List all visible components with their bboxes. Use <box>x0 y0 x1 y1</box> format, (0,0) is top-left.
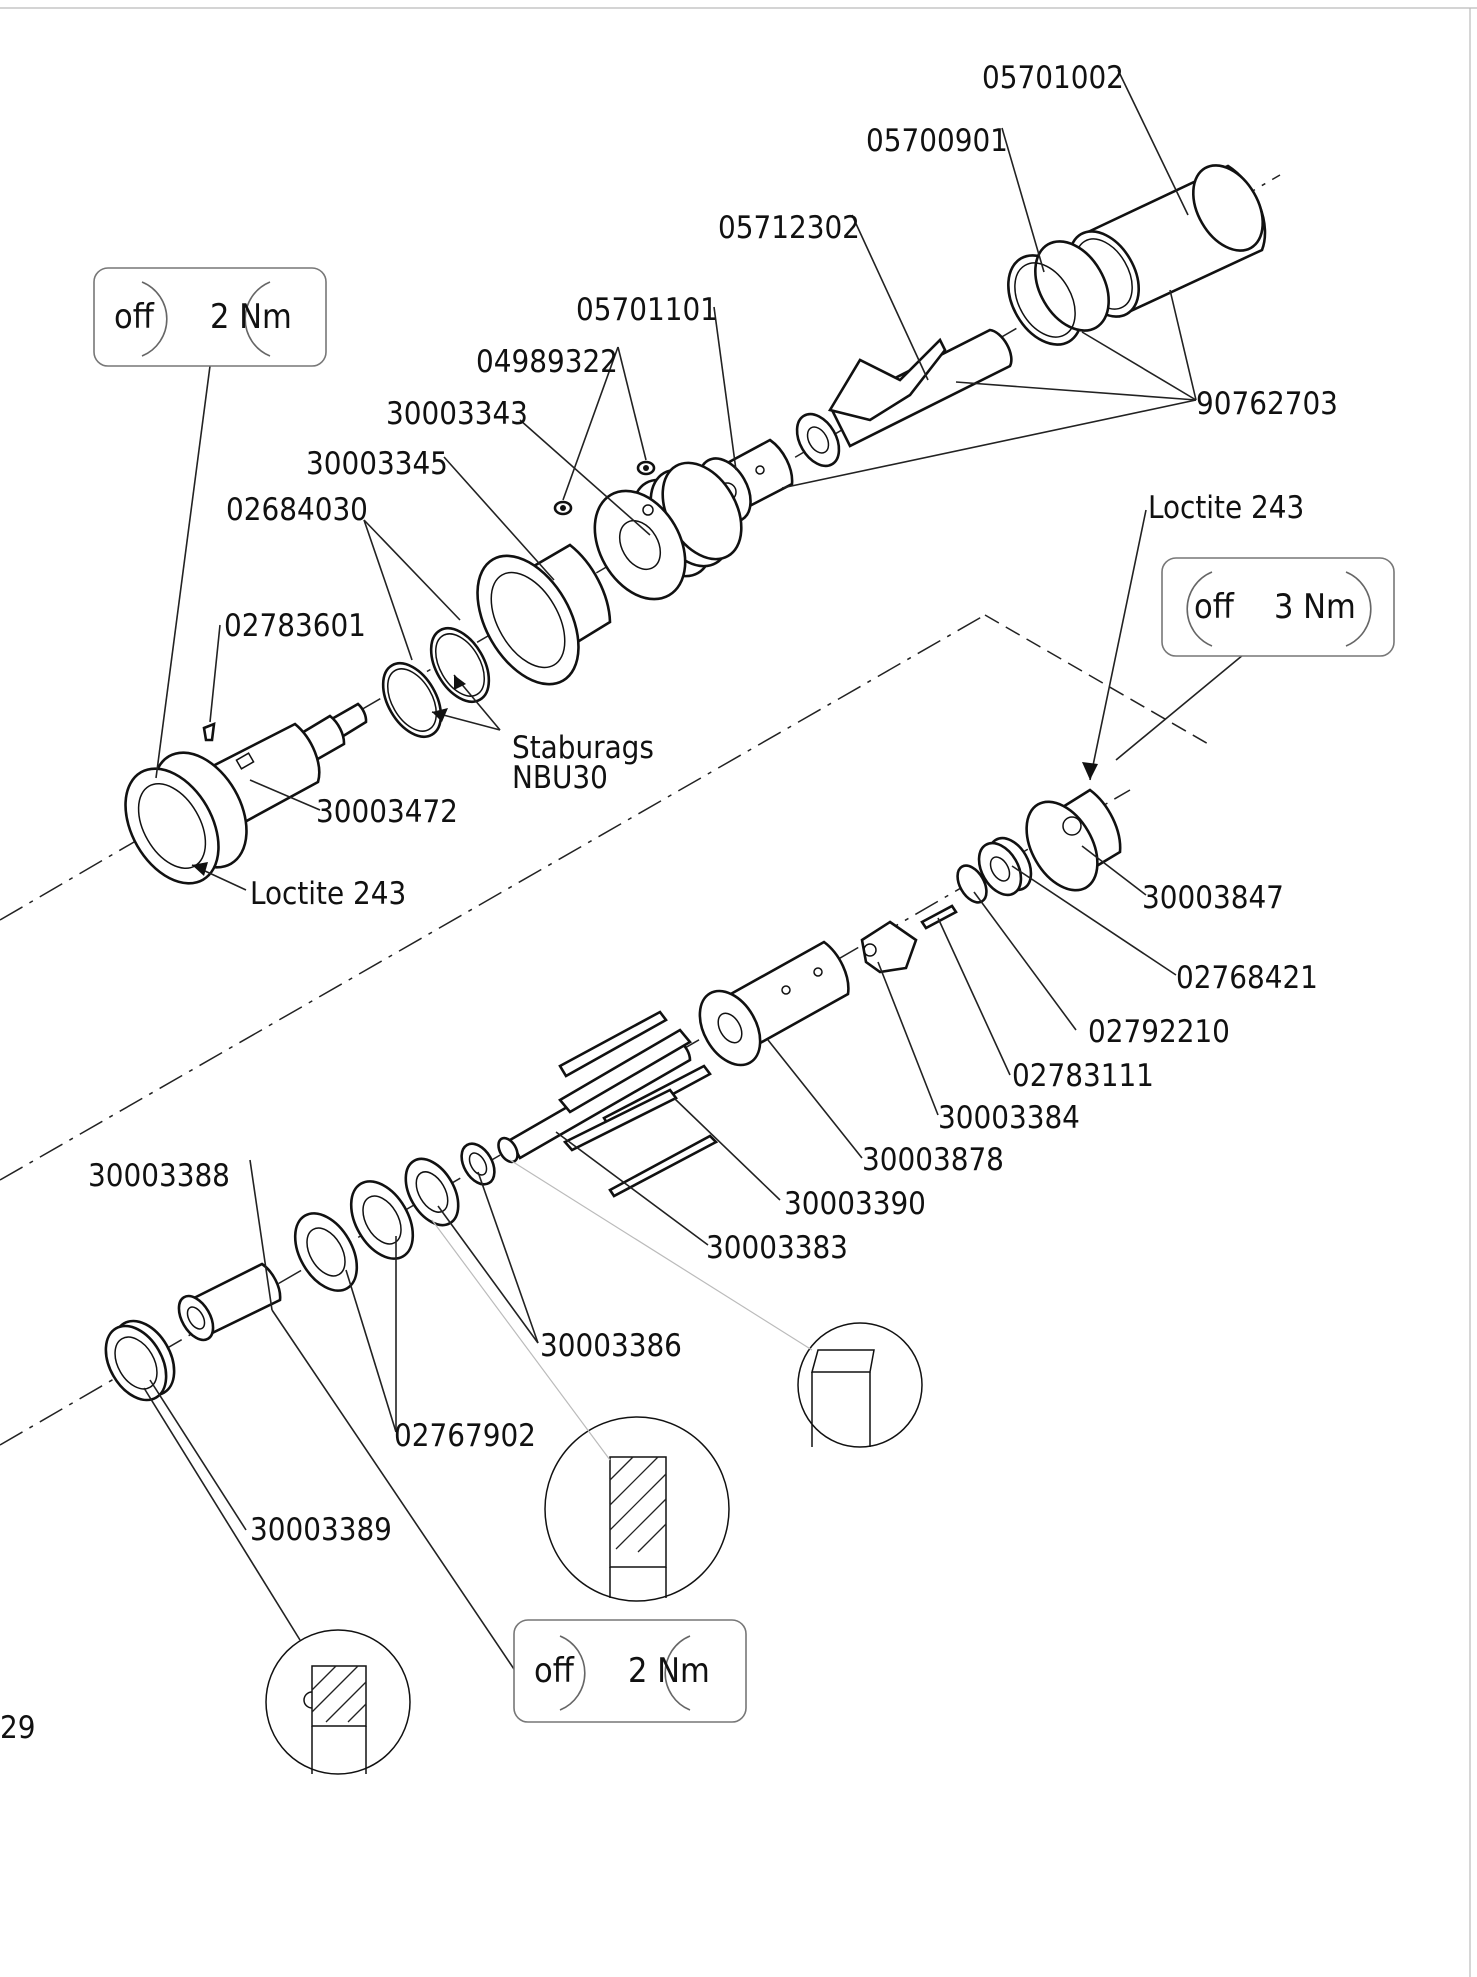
assembly-notes: Loctite 243 Loctite 243 Staburags NBU30 <box>250 490 1304 912</box>
part-30003847-end-cap <box>1025 788 1122 892</box>
part-30003388-sleeve-shaft <box>177 1262 282 1342</box>
label-30003847: 30003847 <box>1142 880 1284 916</box>
torque-box-right: off 3 Nm <box>1161 557 1395 657</box>
detail-circle-middle <box>431 1219 730 1602</box>
torque-box-top-left: off 2 Nm <box>93 267 327 367</box>
part-04989322-set-screws <box>553 460 656 516</box>
label-30003383: 30003383 <box>706 1230 848 1266</box>
label-02768421: 02768421 <box>1176 960 1318 996</box>
part-05700901-ring <box>1007 240 1110 346</box>
loosen-arrow-icon <box>141 281 168 357</box>
leader-lines <box>143 69 1279 1676</box>
note-arrowheads <box>192 675 1098 876</box>
label-30003386: 30003386 <box>540 1328 682 1364</box>
label-30003472: 30003472 <box>316 794 458 830</box>
label-05700901: 05700901 <box>866 123 1008 159</box>
part-30003390-vanes <box>558 1010 719 1198</box>
part-30003383-rotor-shaft <box>497 1028 692 1164</box>
part-30003345-housing <box>476 543 612 686</box>
detail-circles <box>265 1159 923 1775</box>
part-02767902-bearings <box>293 1180 415 1292</box>
label-02684030: 02684030 <box>226 492 368 528</box>
section-boundary-right <box>984 614 1211 746</box>
torque-off-label: off <box>1194 587 1235 627</box>
label-30003343: 30003343 <box>386 396 528 432</box>
torque-off-label: off <box>114 297 155 337</box>
lower-assembly <box>104 788 1122 1402</box>
note-nbu30: NBU30 <box>512 760 608 796</box>
label-30003388: 30003388 <box>88 1158 230 1194</box>
label-30003390: 30003390 <box>784 1186 926 1222</box>
detail-circle-left <box>265 1629 411 1775</box>
label-05701002: 05701002 <box>982 60 1124 96</box>
part-labels: 05701002 05700901 05712302 05701101 0498… <box>0 60 1338 1746</box>
torque-value-label: 3 Nm <box>1274 587 1356 627</box>
label-30003878: 30003878 <box>862 1142 1004 1178</box>
label-04989322: 04989322 <box>476 344 618 380</box>
label-02767902: 02767902 <box>394 1418 536 1454</box>
torque-off-label: off <box>534 1651 575 1691</box>
part-02792210-circlip <box>956 864 988 904</box>
part-30003389-seal <box>104 1319 176 1402</box>
torque-box-frame <box>513 1619 747 1723</box>
part-30003384-flange-block <box>860 920 918 974</box>
part-02783601-screw <box>202 721 216 742</box>
tighten-arrow-icon <box>664 1635 691 1711</box>
label-partial-cutoff: 29 <box>0 1710 35 1746</box>
loosen-arrow-icon <box>559 1635 586 1711</box>
part-30003878-rotor-housing <box>698 940 850 1067</box>
note-staburags: Staburags <box>512 730 654 766</box>
label-05701101: 05701101 <box>576 292 718 328</box>
torque-value-label: 2 Nm <box>628 1651 710 1691</box>
part-02768421-bearing <box>977 836 1033 897</box>
note-loctite-lower: Loctite 243 <box>250 876 406 912</box>
torque-box-frame <box>1161 557 1395 657</box>
part-02684030-rings <box>381 627 491 738</box>
part-02783111-pin <box>920 904 958 930</box>
loosen-arrow-icon <box>1345 571 1372 647</box>
middle-axis-line <box>0 614 986 1181</box>
label-02783111: 02783111 <box>1012 1058 1154 1094</box>
label-30003384: 30003384 <box>938 1100 1080 1136</box>
label-05712302: 05712302 <box>718 210 860 246</box>
label-02792210: 02792210 <box>1088 1014 1230 1050</box>
torque-box-frame <box>93 267 327 367</box>
label-30003389: 30003389 <box>250 1512 392 1548</box>
torque-value-label: 2 Nm <box>210 297 292 337</box>
part-30003472-spindle-body <box>124 702 368 885</box>
upper-assembly <box>124 164 1267 885</box>
tighten-arrow-icon <box>1186 571 1213 647</box>
label-02783601: 02783601 <box>224 608 366 644</box>
part-30003343-threaded-collar <box>593 461 743 601</box>
part-05712302-shaft <box>795 328 1013 468</box>
label-30003345: 30003345 <box>306 446 448 482</box>
label-90762703: 90762703 <box>1196 386 1338 422</box>
tighten-arrow-icon <box>244 281 271 357</box>
detail-circle-right <box>509 1159 923 1448</box>
torque-box-bottom: off 2 Nm <box>513 1619 747 1723</box>
note-loctite-upper: Loctite 243 <box>1148 490 1304 526</box>
